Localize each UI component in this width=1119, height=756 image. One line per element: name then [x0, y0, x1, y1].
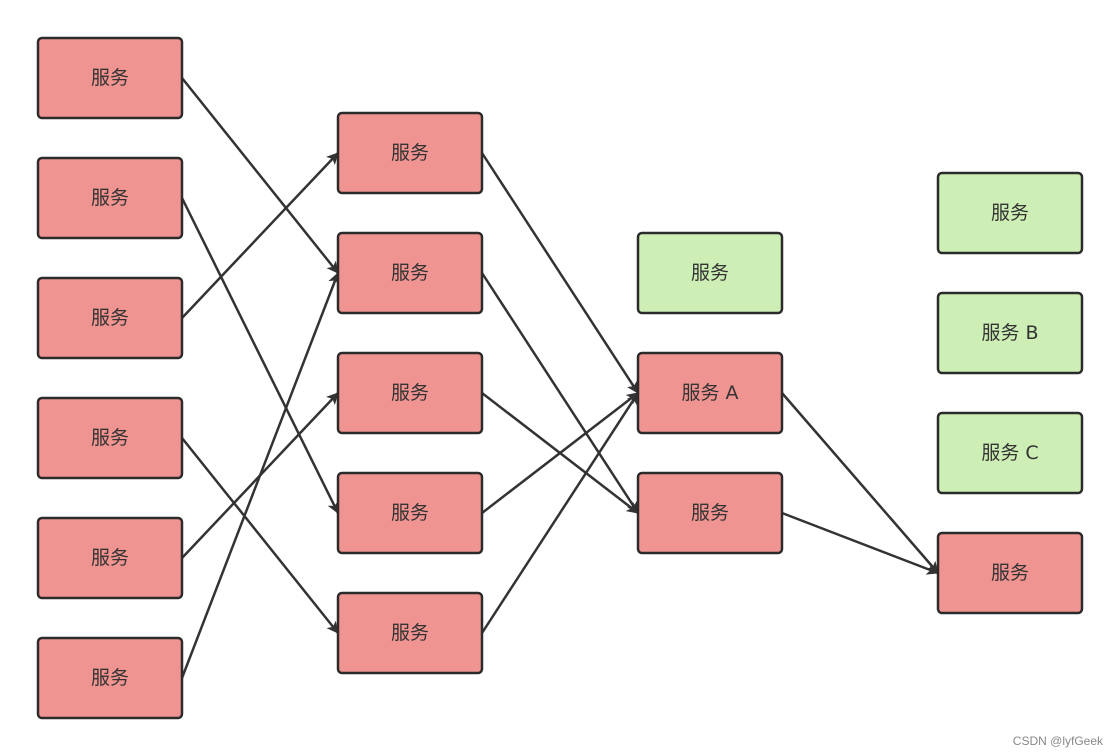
- service-box: [936, 531, 1084, 615]
- arrow-c2r2-to-c3bot: [480, 272, 640, 514]
- service-label: 服务: [391, 502, 429, 524]
- service-label: 服务: [391, 622, 429, 644]
- service-node-c1r4[interactable]: 服务: [36, 396, 184, 480]
- service-label: 服务: [91, 547, 129, 569]
- service-box: [36, 396, 184, 480]
- service-box: [636, 351, 784, 435]
- service-label: 服务 B: [981, 322, 1038, 344]
- service-node-c2r2[interactable]: 服务: [336, 231, 484, 315]
- service-box: [336, 351, 484, 435]
- service-node-c1r5[interactable]: 服务: [36, 516, 184, 600]
- service-node-c4bot[interactable]: 服务: [936, 531, 1084, 615]
- arrow-c3bot-to-c4bot: [781, 511, 939, 575]
- service-box: [636, 231, 784, 315]
- service-box: [36, 156, 184, 240]
- service-node-c1r3[interactable]: 服务: [36, 276, 184, 360]
- service-node-c1r6[interactable]: 服务: [36, 636, 184, 720]
- service-node-c2r4[interactable]: 服务: [336, 471, 484, 555]
- service-label: 服务: [991, 202, 1029, 224]
- service-box: [636, 471, 784, 555]
- service-label: 服务: [391, 142, 429, 164]
- service-box: [336, 231, 484, 315]
- service-node-svcC[interactable]: 服务 C: [936, 411, 1084, 495]
- service-label: 服务: [691, 502, 729, 524]
- service-box: [36, 36, 184, 120]
- service-box: [936, 291, 1084, 375]
- service-box: [936, 171, 1084, 255]
- arrow-c1r1-to-c2r2: [181, 77, 339, 274]
- service-label: 服务 A: [681, 382, 738, 404]
- service-box: [336, 111, 484, 195]
- arrow-c1r4-to-c2r5: [181, 437, 339, 634]
- service-box: [36, 276, 184, 360]
- service-node-svcB[interactable]: 服务 B: [936, 291, 1084, 375]
- service-box: [36, 516, 184, 600]
- service-box: [36, 636, 184, 720]
- service-node-c4top[interactable]: 服务: [936, 171, 1084, 255]
- service-node-c2r5[interactable]: 服务: [336, 591, 484, 675]
- service-node-c2r1[interactable]: 服务: [336, 111, 484, 195]
- arrow-c1r6-to-c2r2: [180, 272, 340, 679]
- arrow-c1r2-to-c2r4: [180, 197, 340, 514]
- service-box: [936, 411, 1084, 495]
- service-node-c1r1[interactable]: 服务: [36, 36, 184, 120]
- service-node-c2r3[interactable]: 服务: [336, 351, 484, 435]
- service-node-svcA[interactable]: 服务 A: [636, 351, 784, 435]
- service-label: 服务: [991, 562, 1029, 584]
- service-label: 服务: [91, 187, 129, 209]
- arrow-c2r1-to-svcA: [480, 152, 640, 394]
- service-box: [336, 591, 484, 675]
- service-label: 服务: [91, 67, 129, 89]
- service-label: 服务: [91, 427, 129, 449]
- arrow-c1r3-to-c2r1: [181, 152, 339, 319]
- service-label: 服务: [391, 382, 429, 404]
- service-node-c3top[interactable]: 服务: [636, 231, 784, 315]
- arrow-svcA-to-c4bot: [781, 392, 939, 574]
- arrow-c2r4-to-svcA: [481, 392, 639, 514]
- arrow-c2r5-to-svcA: [480, 392, 640, 634]
- service-node-c1r2[interactable]: 服务: [36, 156, 184, 240]
- service-label: 服务: [91, 307, 129, 329]
- service-label: 服务 C: [981, 442, 1038, 464]
- service-label: 服务: [91, 667, 129, 689]
- watermark: CSDN @lyfGeek: [1012, 734, 1103, 748]
- service-box: [336, 471, 484, 555]
- service-label: 服务: [391, 262, 429, 284]
- edges-layer: [180, 77, 939, 679]
- service-node-c3bot[interactable]: 服务: [636, 471, 784, 555]
- service-label: 服务: [691, 262, 729, 284]
